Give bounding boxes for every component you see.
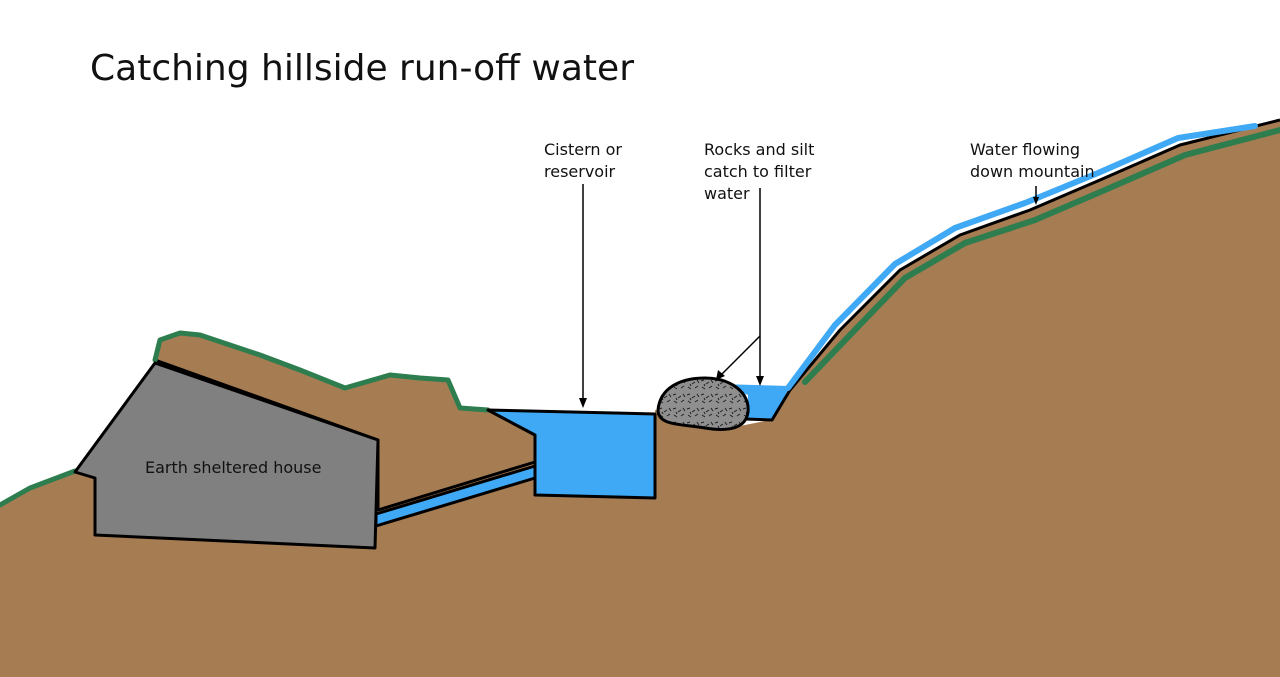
- cistern-label-line-1: Cistern or: [544, 140, 622, 159]
- earth-ground: [0, 120, 1280, 677]
- house-label: Earth sheltered house: [145, 458, 321, 477]
- pool-edge: [744, 389, 792, 422]
- grass-berm: [152, 330, 491, 413]
- cistern-label-line-2: reservoir: [544, 162, 616, 181]
- rocks-label-line-2: catch to filter: [704, 162, 812, 181]
- water-flow-label-line-1: Water flowing: [970, 140, 1080, 159]
- water-flow-label-line-2: down mountain: [970, 162, 1095, 181]
- cistern-reservoir: [486, 408, 657, 500]
- rocks-arrowhead-right: [756, 376, 764, 386]
- rocks-arrowhead-left: [716, 370, 725, 380]
- rocks-arrow-branch: [719, 335, 761, 377]
- cistern-label: Cistern or reservoir: [544, 140, 627, 181]
- earth-sheltered-house: [73, 361, 380, 550]
- page-title: Catching hillside run-off water: [90, 48, 634, 89]
- water-flow-label: Water flowing down mountain: [970, 140, 1095, 181]
- rock-filter: [656, 376, 750, 431]
- water-flow-arrowhead: [1033, 197, 1039, 205]
- rocks-label: Rocks and silt catch to filter water: [704, 140, 819, 203]
- water-flowing-stream: [785, 123, 1258, 391]
- rocks-label-line-3: water: [704, 184, 750, 203]
- water-pool: [720, 384, 790, 420]
- grass-left-hill: [0, 468, 78, 508]
- rocks-label-line-1: Rocks and silt: [704, 140, 814, 159]
- cistern-arrowhead: [579, 398, 587, 408]
- mountain-slope-outline: [788, 118, 1280, 391]
- grass-mountain: [802, 127, 1280, 385]
